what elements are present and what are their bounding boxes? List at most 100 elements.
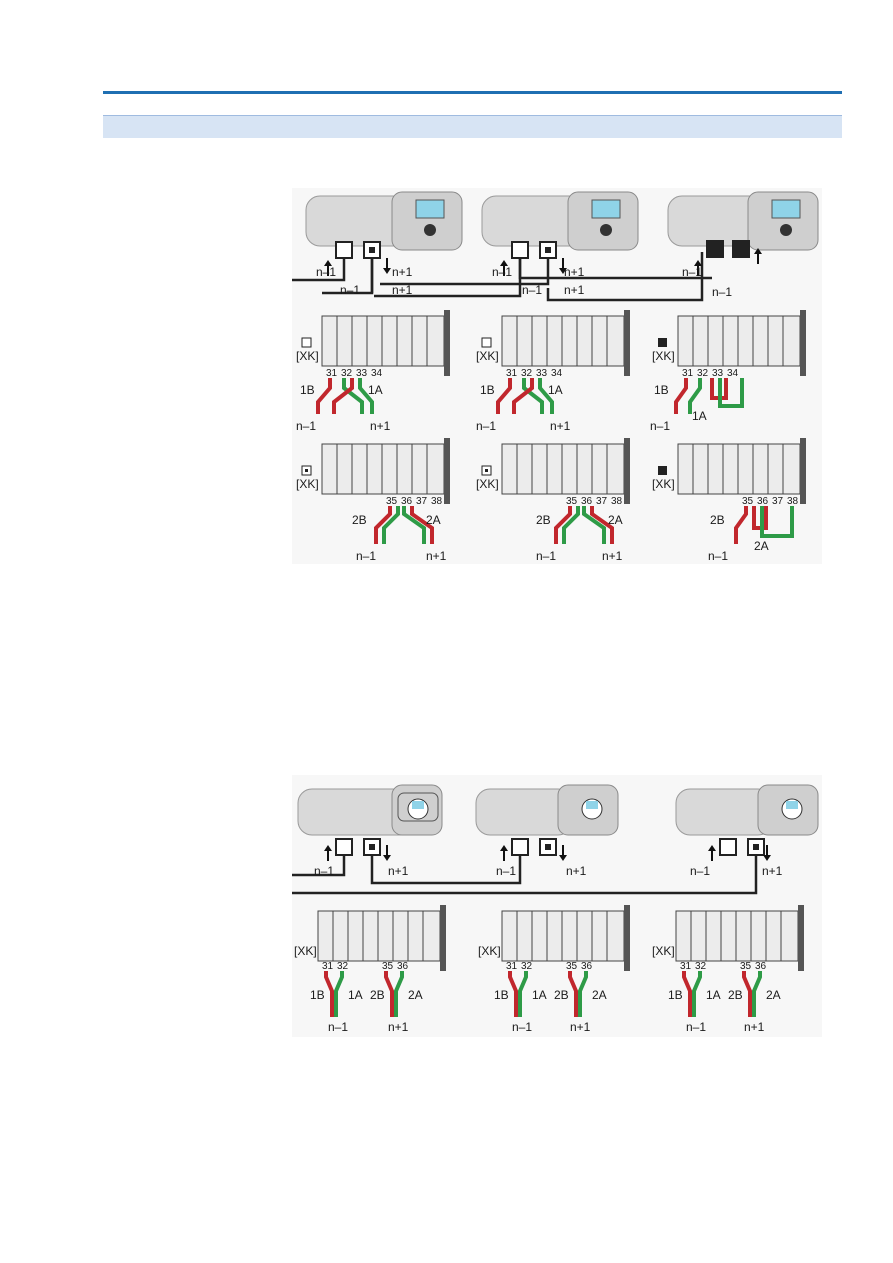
terminal-36: 36	[757, 496, 769, 507]
label-n-minus-1: n–1	[686, 1020, 706, 1034]
label-n-minus-1: n–1	[476, 419, 496, 433]
terminal-block	[321, 438, 450, 504]
label-1a: 1A	[348, 988, 363, 1002]
port-filled-icon	[732, 240, 750, 258]
label-n-minus-1: n–1	[650, 419, 670, 433]
label-2b: 2B	[370, 988, 385, 1002]
label-n-minus-1: n–1	[496, 864, 516, 878]
terminal-36: 36	[581, 496, 593, 507]
terminal-31: 31	[322, 961, 334, 972]
header-rule	[103, 91, 842, 94]
header-band	[103, 115, 842, 138]
port-open-icon	[719, 838, 737, 856]
label-1a: 1A	[532, 988, 547, 1002]
wires-row-2	[374, 506, 794, 544]
terminal-block	[321, 310, 450, 376]
xk-label: [XK]	[476, 477, 499, 491]
label-n-minus-1: n–1	[356, 549, 376, 563]
label-2a: 2A	[766, 988, 781, 1002]
terminal-block	[501, 905, 630, 971]
label-n-plus-1: n+1	[602, 549, 623, 563]
terminal-35: 35	[740, 961, 752, 972]
label-2b: 2B	[554, 988, 569, 1002]
actuator-2	[475, 784, 619, 836]
terminal-32: 32	[521, 961, 533, 972]
label-n-minus-1: n–1	[328, 1020, 348, 1034]
terminal-block	[675, 905, 804, 971]
label-n-plus-1: n+1	[564, 265, 585, 279]
label-n-minus-1: n–1	[492, 265, 512, 279]
terminal-37: 37	[772, 496, 784, 507]
label-1b: 1B	[494, 988, 509, 1002]
actuator-3	[667, 191, 819, 251]
xk-label: [XK]	[478, 944, 501, 958]
label-2a: 2A	[592, 988, 607, 1002]
xk-label: [XK]	[296, 477, 319, 491]
label-n-plus-1: n+1	[566, 864, 587, 878]
terminal-35: 35	[566, 961, 578, 972]
label-1b: 1B	[480, 383, 495, 397]
terminal-38: 38	[611, 496, 623, 507]
label-n-minus-1: n–1	[512, 1020, 532, 1034]
label-n-plus-1: n+1	[744, 1020, 765, 1034]
terminal-35: 35	[742, 496, 754, 507]
bus-lines	[292, 853, 758, 895]
label-n-plus-1: n+1	[388, 1020, 409, 1034]
port-filled-icon	[658, 466, 667, 475]
terminal-31: 31	[326, 368, 338, 379]
label-n-plus-1: n+1	[570, 1020, 591, 1034]
actuator-3	[675, 784, 819, 836]
terminal-34: 34	[727, 368, 739, 379]
label-n-minus-1: n–1	[296, 419, 316, 433]
terminal-34: 34	[551, 368, 563, 379]
wiring-figure-2: n–1 n+1 n–1 n+1 n–1 n+1 [XK] [XK] [XK] 3…	[292, 775, 822, 1037]
terminal-34: 34	[371, 368, 383, 379]
xk-label: [XK]	[296, 349, 319, 363]
label-1a: 1A	[368, 383, 383, 397]
terminal-33: 33	[712, 368, 724, 379]
label-n-minus-1: n–1	[340, 283, 360, 297]
label-n-minus-1: n–1	[314, 864, 334, 878]
direction-arrows	[324, 248, 762, 276]
terminal-38: 38	[787, 496, 799, 507]
port-open-icon	[335, 838, 353, 856]
label-n-plus-1: n+1	[392, 283, 413, 297]
label-n-plus-1: n+1	[388, 864, 409, 878]
port-open-icon	[511, 241, 529, 259]
terminal-block	[501, 438, 630, 504]
terminal-32: 32	[341, 368, 353, 379]
label-n-minus-1: n–1	[522, 283, 542, 297]
label-1a: 1A	[692, 409, 707, 423]
bus-lines	[292, 252, 712, 302]
label-2b: 2B	[352, 513, 367, 527]
xk-label: [XK]	[652, 349, 675, 363]
label-2a: 2A	[608, 513, 623, 527]
terminal-32: 32	[337, 961, 349, 972]
port-open-icon	[335, 241, 353, 259]
terminal-block	[677, 310, 806, 376]
label-1a: 1A	[706, 988, 721, 1002]
wires-row-1	[316, 378, 744, 414]
terminal-32: 32	[697, 368, 709, 379]
port-open-icon	[301, 337, 312, 348]
label-1b: 1B	[668, 988, 683, 1002]
label-n-minus-1: n–1	[682, 265, 702, 279]
terminal-35: 35	[386, 496, 398, 507]
xk-label: [XK]	[652, 944, 675, 958]
terminal-36: 36	[581, 961, 593, 972]
label-2b: 2B	[536, 513, 551, 527]
actuator-1	[297, 784, 443, 836]
label-n-minus-1: n–1	[712, 285, 732, 299]
label-2b: 2B	[710, 513, 725, 527]
terminal-35: 35	[382, 961, 394, 972]
xk-label: [XK]	[294, 944, 317, 958]
actuator-1	[305, 191, 463, 251]
label-1b: 1B	[310, 988, 325, 1002]
wires-row	[324, 971, 762, 1017]
xk-label: [XK]	[476, 349, 499, 363]
label-2a: 2A	[408, 988, 423, 1002]
port-open-icon	[481, 337, 492, 348]
direction-arrows	[324, 845, 771, 861]
terminal-32: 32	[521, 368, 533, 379]
wiring-figure-1: n–1 n–1 n+1 n+1 n–1 n–1 n+1 n+1 n–1 n–1 …	[292, 188, 822, 564]
